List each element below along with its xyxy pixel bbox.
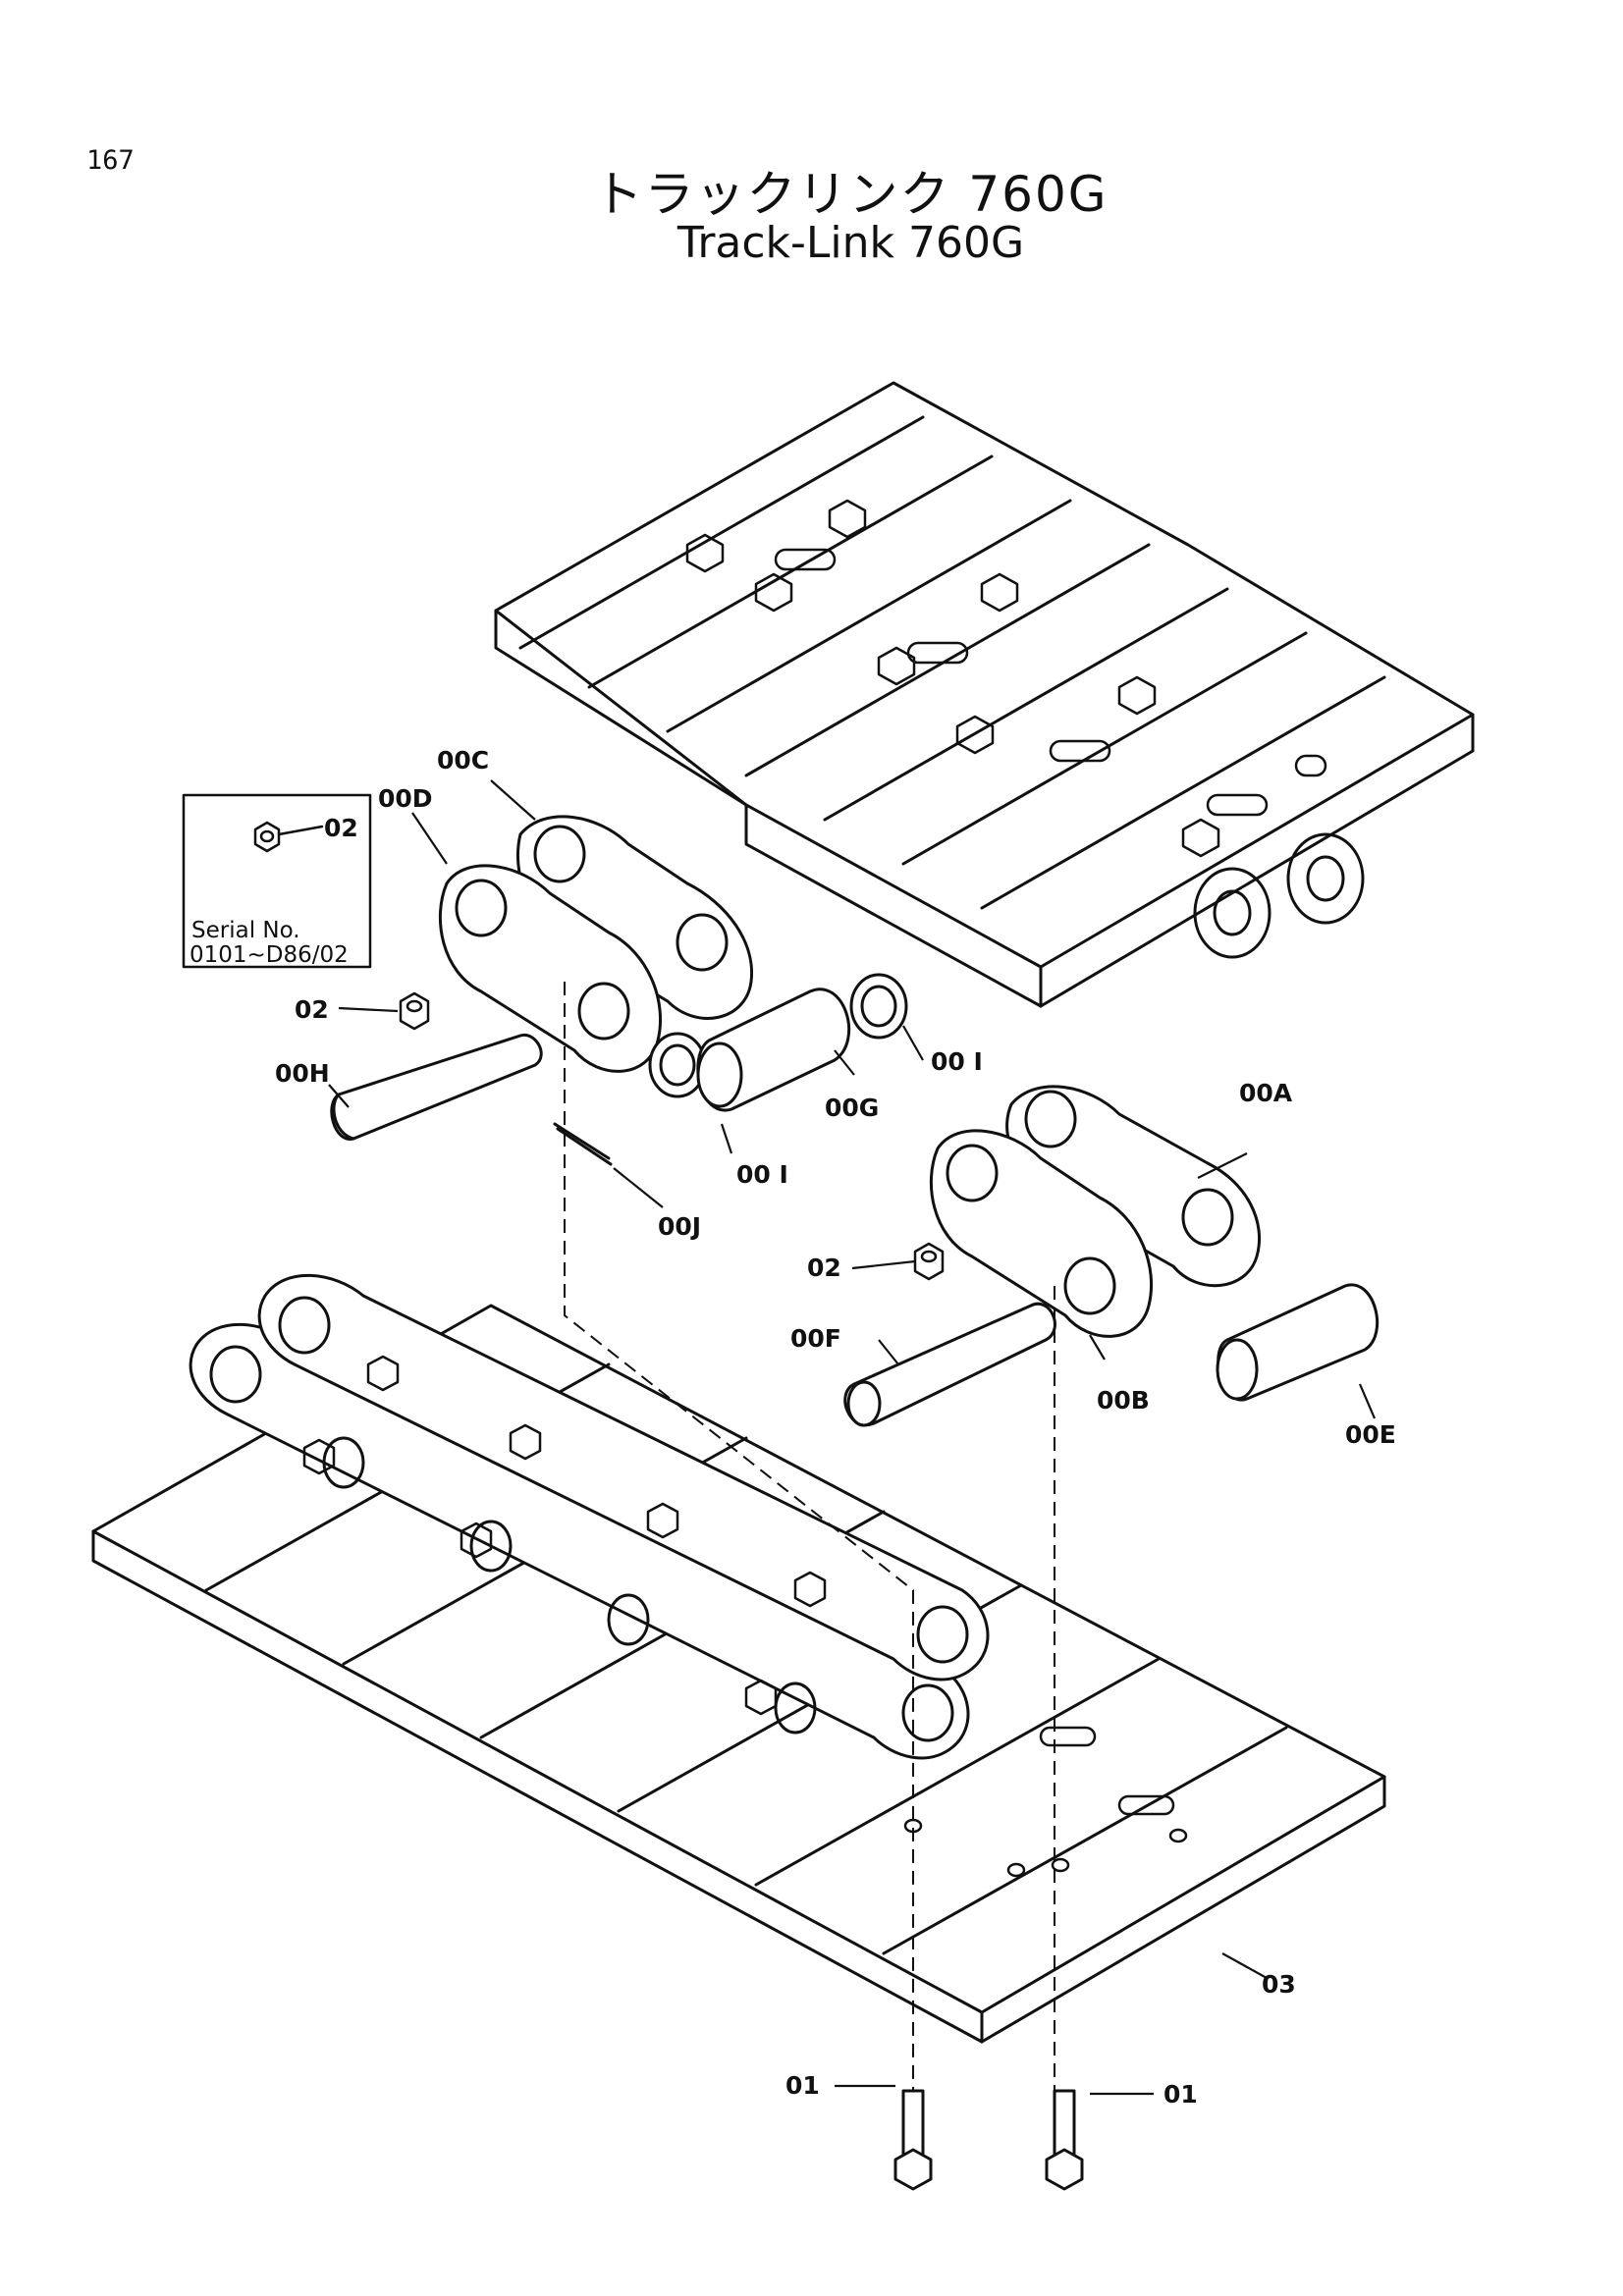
bolt-01-right [1045, 2089, 1084, 2191]
label-00H: 00H [275, 1059, 330, 1088]
label-01-right: 01 [1163, 2080, 1198, 2109]
upper-link-pair [439, 815, 754, 1073]
label-02-inset: 02 [324, 814, 358, 842]
label-00B: 00B [1097, 1386, 1150, 1415]
label-03: 03 [1262, 1970, 1296, 1999]
serial-label: Serial No. [191, 918, 300, 943]
label-02-upper: 02 [295, 995, 329, 1024]
track-shoe-assembly-top [494, 381, 1475, 1008]
title-japanese: トラックリンク 760G [593, 166, 1109, 223]
label-00G: 00G [825, 1094, 879, 1122]
label-00I-lower: 00 I [736, 1160, 788, 1189]
bolt-01-left [893, 2089, 933, 2191]
label-00C: 00C [437, 746, 489, 774]
pin-00F [843, 1302, 1056, 1427]
label-00J: 00J [658, 1212, 701, 1241]
bushing-set [648, 973, 908, 1112]
lower-link-pair [930, 1085, 1262, 1338]
nut-02-lower [913, 1242, 945, 1281]
label-01-left: 01 [785, 2071, 820, 2100]
label-00D: 00D [378, 784, 433, 813]
bushing-00E [1216, 1283, 1380, 1402]
label-00F: 00F [790, 1324, 841, 1353]
track-chain-assembly-bottom [91, 1273, 1386, 2044]
label-02-lower: 02 [807, 1254, 841, 1282]
label-00I-upper: 00 I [931, 1047, 983, 1076]
serial-range: 0101~D86/02 [189, 942, 349, 968]
serial-inset [182, 793, 372, 969]
title-english: Track-Link 760G [676, 218, 1025, 268]
pin-00H [330, 1033, 543, 1141]
page-number: 167 [86, 145, 135, 176]
nut-02-upper [399, 991, 430, 1031]
label-00A: 00A [1239, 1079, 1293, 1107]
split-pin-00J [553, 1122, 611, 1160]
label-00E: 00E [1345, 1420, 1396, 1449]
